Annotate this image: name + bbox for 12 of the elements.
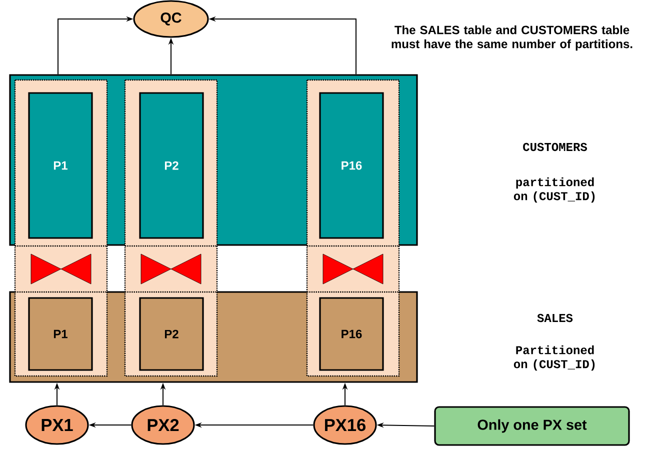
table-caption: CUSTOMERS xyxy=(523,142,588,152)
note-text: The SALES table and CUSTOMERS table must have the same number of partitions. xyxy=(392,25,632,51)
table-caption: partitioned on (CUST_ID) xyxy=(514,177,595,203)
table-caption: Partitioned on (CUST_ID) xyxy=(514,345,595,371)
partition-box: P1 xyxy=(28,297,93,371)
partition-box: P2 xyxy=(139,297,204,371)
partition-box: P2 xyxy=(139,92,204,239)
table-caption: SALES xyxy=(537,314,573,322)
partition-box: P16 xyxy=(319,92,384,239)
partition-box: P1 xyxy=(28,92,93,239)
process-box: Only one PX set xyxy=(434,406,630,446)
partition-box: P16 xyxy=(319,297,384,371)
